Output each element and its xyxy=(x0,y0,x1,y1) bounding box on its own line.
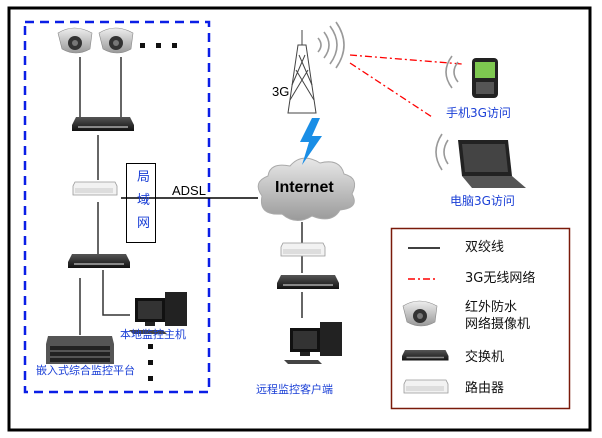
lan-label-box xyxy=(126,163,156,243)
3g-tower-label: 3G xyxy=(272,84,290,99)
lan-switch-bottom xyxy=(68,254,130,268)
legend-label-twisted-pair: 双绞线 xyxy=(465,240,505,255)
legend-label-switch: 交换机 xyxy=(465,350,505,365)
remote-client-pc xyxy=(284,322,342,364)
lan-char-3: 网 xyxy=(137,216,151,231)
embedded-platform-label: 嵌入式综合监控平台 xyxy=(36,364,135,377)
legend-label-3g-wireless: 3G无线网络 xyxy=(465,271,536,286)
outer-frame xyxy=(7,6,592,432)
remote-switch xyxy=(277,275,339,289)
remote-router xyxy=(280,242,326,257)
legend-label-router: 路由器 xyxy=(465,381,505,396)
lan-switch-top xyxy=(72,117,134,131)
lan-router xyxy=(72,181,118,196)
internet-label: Internet xyxy=(275,179,334,196)
legend-router-icon xyxy=(403,379,449,394)
lan-boundary xyxy=(23,20,211,394)
laptop-access-label: 电脑3G访问 xyxy=(450,194,515,208)
adsl-label: ADSL xyxy=(172,183,206,198)
legend-camera-icon xyxy=(402,300,438,327)
legend-label-camera-1: 红外防水 xyxy=(465,300,518,315)
legend-label-camera-2: 网络摄像机 xyxy=(465,317,531,332)
remote-client-label: 远程监控客户端 xyxy=(256,383,333,396)
mobile-phone xyxy=(445,55,498,98)
lan-char-1: 局 xyxy=(137,170,151,185)
internet-cloud xyxy=(257,157,356,221)
laptop xyxy=(435,133,526,188)
lan-label: 局 域 网 xyxy=(137,166,151,235)
legend xyxy=(390,227,571,410)
3g-wireless-links xyxy=(349,54,463,118)
legend-switch-icon xyxy=(402,350,449,361)
local-host-label: 本地监控主机 xyxy=(120,328,186,341)
lan-char-2: 域 xyxy=(137,193,151,208)
embedded-platform-server xyxy=(46,336,114,364)
phone-access-label: 手机3G访问 xyxy=(446,106,511,120)
3g-tower xyxy=(287,21,345,114)
ir-camera-1 xyxy=(57,27,93,54)
wireless-bolt-icon xyxy=(300,118,322,165)
more-cameras-ellipsis xyxy=(140,43,177,48)
twisted-pair-wires xyxy=(79,57,303,335)
ir-camera-2 xyxy=(98,27,134,54)
more-hosts-ellipsis xyxy=(148,344,153,381)
